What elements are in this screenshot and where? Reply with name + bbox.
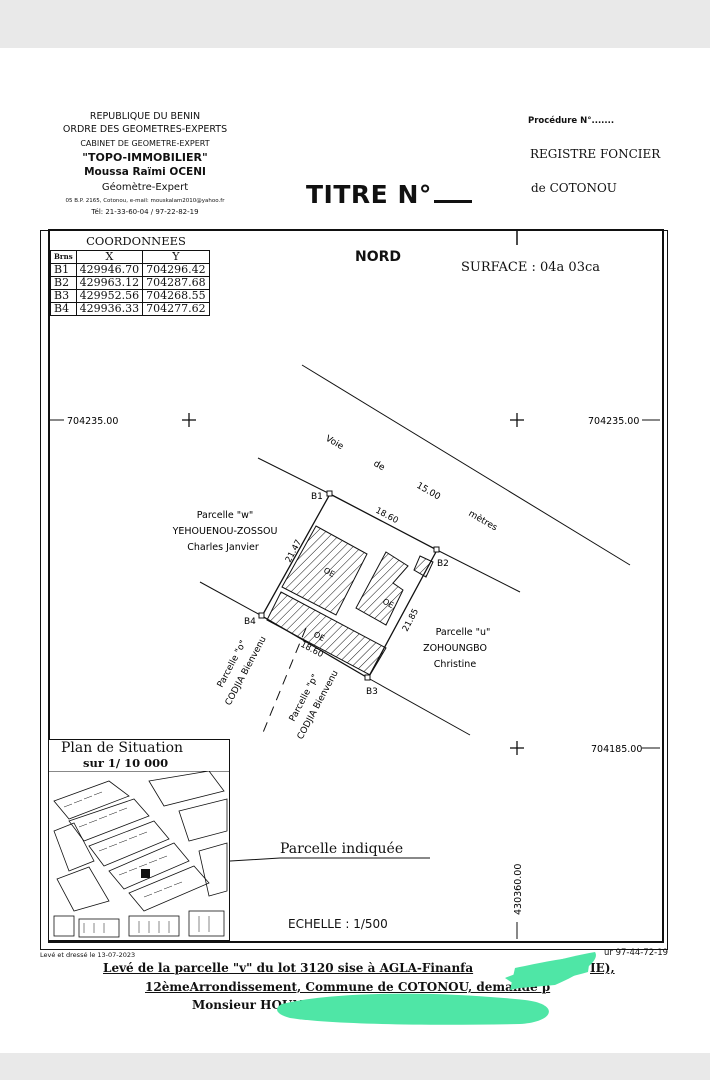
- table-row: B2 429963.12 704287.68: [50, 276, 210, 290]
- row-y: 704296.42: [142, 263, 210, 277]
- coordinates-heading: COORDONNEES: [86, 234, 186, 248]
- grid-label-bottom: 430360.00: [513, 864, 524, 915]
- road-edge-north: [301, 364, 631, 566]
- table-row: B3 429952.56 704268.55: [50, 289, 210, 303]
- road-label-voie: Voie: [324, 434, 346, 452]
- footer-phone: ur 97-44-72-19: [604, 948, 669, 958]
- parcel-w-owner-2: Charles Janvier: [187, 542, 259, 553]
- header-phone: Tél: 21-33-60-04 / 97-22-82-19: [91, 208, 199, 216]
- building-1: [281, 525, 368, 616]
- grid-label-right-2: 704185.00: [591, 744, 642, 755]
- coordinates-block: COORDONNEES Brns X Y B1 429946.70 704296…: [50, 233, 222, 316]
- situation-parcel-marker: [141, 869, 150, 878]
- header-republic: REPUBLIQUE DU BENIN: [89, 111, 201, 122]
- situation-blocks: [53, 771, 228, 938]
- marker-b4: [258, 612, 265, 619]
- table-header-row: Brns X Y: [50, 250, 210, 264]
- header-name: Moussa Raïmi OCENI: [84, 166, 206, 178]
- row-b: B2: [50, 276, 77, 290]
- header-firm: "TOPO-IMMOBILIER": [82, 151, 208, 164]
- situation-map: [49, 771, 229, 938]
- header-order: ORDRE DES GEOMETRES-EXPERTS: [62, 124, 228, 135]
- footer-date: Levé et dressé le 13-07-2023: [40, 951, 136, 959]
- label-b1: B1: [311, 492, 323, 502]
- parcel-u-id: Parcelle "u": [436, 627, 491, 638]
- road-label-de: de: [372, 459, 387, 474]
- header-cabinet: CABINET DE GEOMETRE-EXPERT: [80, 139, 210, 148]
- marker-b1: [326, 490, 333, 497]
- row-y: 704268.55: [142, 289, 210, 303]
- footer-line-2: 12èmeArrondissement, Commune de COTONOU,…: [145, 980, 551, 994]
- grid-label-left: 704235.00: [67, 416, 118, 427]
- marker-b2: [433, 546, 440, 553]
- surface-label: SURFACE : 04a 03ca: [461, 260, 601, 275]
- boundary-p-u: [367, 677, 471, 736]
- marker-b3: [364, 674, 371, 681]
- row-x: 429946.70: [75, 263, 144, 277]
- header-role: Géomètre-Expert: [101, 182, 189, 193]
- inner-frame: [48, 229, 664, 943]
- grid-label-right: 704235.00: [588, 416, 639, 427]
- situation-plan: Plan de Situation sur 1/ 10 000: [48, 739, 230, 941]
- parcel-u-label: Parcelle "u" ZOHOUNGBO Christine: [423, 627, 490, 670]
- situation-title: Plan de Situation: [61, 740, 184, 756]
- label-b2: B2: [437, 559, 449, 569]
- row-y: 704277.62: [142, 302, 210, 316]
- north-label: NORD: [355, 249, 402, 265]
- row-x: 429936.33: [75, 302, 144, 316]
- registre-foncier: REGISTRE FONCIER: [530, 147, 661, 161]
- title-number: TITRE N°: [306, 180, 472, 209]
- situation-scale: sur 1/ 10 000: [83, 756, 169, 770]
- grid-crosses: [182, 413, 524, 755]
- header-address: 05 B.P. 2165, Cotonou, e-mail: mouskalam…: [65, 198, 225, 204]
- footer-line-1: Levé de la parcelle "v" du lot 3120 sise…: [103, 961, 474, 975]
- scale-label: ECHELLE : 1/500: [288, 917, 388, 931]
- parcel-u-owner: ZOHOUNGBO: [423, 643, 487, 654]
- building-4: [413, 555, 434, 578]
- procedure-number: Procédure N°.......: [528, 116, 615, 126]
- parcel-w-label: Parcelle "w" YEHOUENOU-ZOSSOU Charles Ja…: [172, 510, 278, 553]
- road-edge-south-1: [257, 457, 331, 495]
- road-edge-south-2: [436, 549, 521, 593]
- building-2: [355, 551, 409, 626]
- situation-callout: Parcelle indiquée: [280, 841, 404, 857]
- parcel-u-owner-2: Christine: [434, 659, 477, 670]
- parcel-w-owner: YEHOUENOU-ZOSSOU: [172, 526, 278, 537]
- label-b3: B3: [366, 687, 378, 697]
- situation-lots: [63, 791, 210, 933]
- label-b4: B4: [244, 617, 256, 627]
- table-row: B4 429936.33 704277.62: [50, 302, 210, 316]
- footer-line-1-end: IE),: [590, 961, 615, 975]
- footer-line-3: Monsieur HOUNI: [192, 998, 310, 1012]
- road-label-metres: mètres: [467, 508, 500, 533]
- coordinates-table: Brns X Y B1 429946.70 704296.42 B2 42996…: [50, 250, 210, 316]
- registre-city: de COTONOU: [531, 181, 617, 195]
- boundary-o-w: [199, 581, 263, 617]
- boundary-o-p: [261, 627, 307, 736]
- road-label-width: 15.00: [415, 481, 443, 503]
- parcel-w-id: Parcelle "w": [197, 510, 254, 521]
